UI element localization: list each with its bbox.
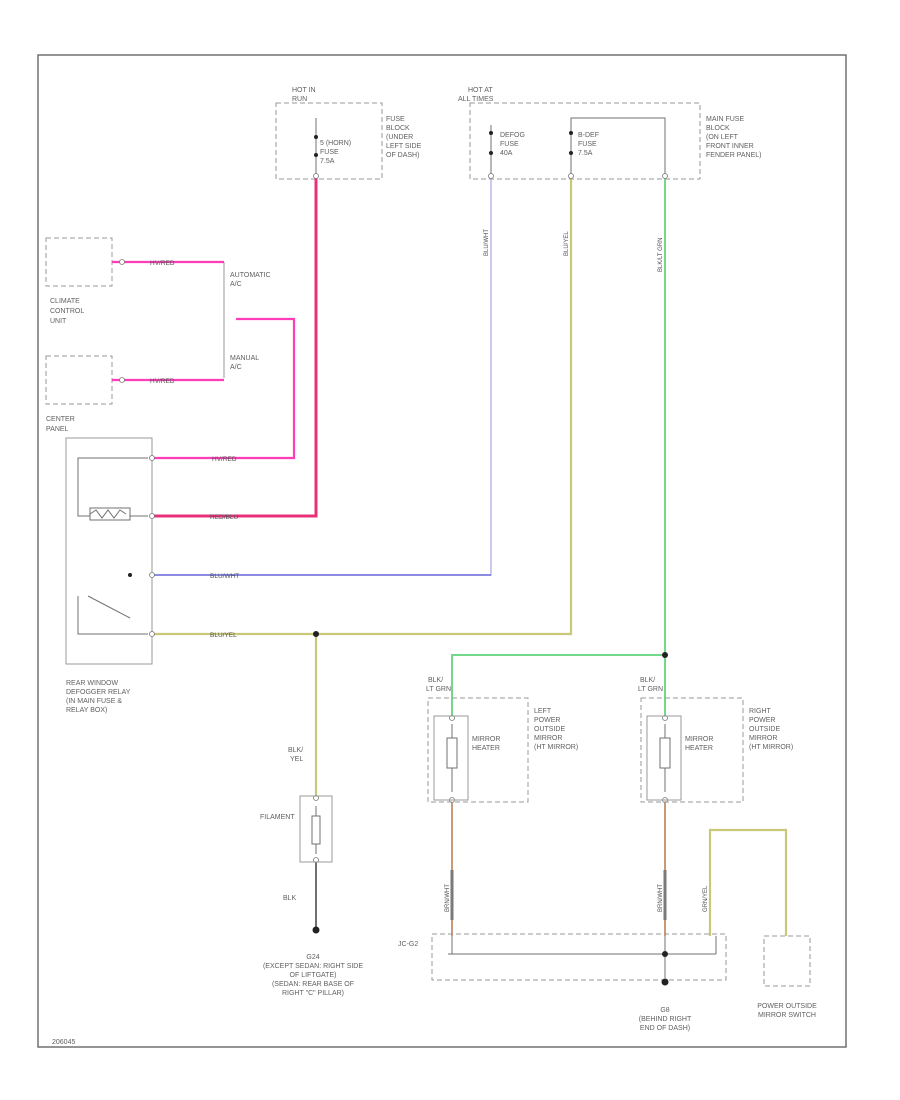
connector-pins (119, 173, 668, 863)
wire-redblu (152, 178, 318, 518)
jc-label: JC-G2 (398, 941, 418, 948)
wire-label-v-brn-left: BRN/WHT (445, 884, 451, 912)
climate-control-unit-lower-box (45, 355, 113, 405)
joint-connector-box (431, 933, 727, 981)
wire-label-hvred-b: HV/RED (150, 378, 175, 385)
jc-dot (662, 951, 668, 957)
wire-bluyel (152, 178, 573, 636)
wire-label-bluyel: BLU/YEL (210, 632, 237, 639)
defogger-relay-box (65, 437, 153, 665)
defog-fuse-symbol (489, 125, 493, 178)
climate-control-unit-upper-box (45, 237, 113, 287)
wire-label-v-blkltgrn: BLK/LT GRN (658, 238, 664, 272)
wire-label-v-bluwht: BLU/WHT (484, 229, 490, 256)
wire-grnyel (708, 828, 788, 936)
blk-yel-label: BLK/YEL (288, 747, 303, 763)
mirror-switch-box (763, 935, 811, 987)
filament-box (299, 795, 333, 863)
diagram-frame (37, 54, 847, 1048)
blk-lt-grn-left-label: BLK/LT GRN (426, 677, 451, 693)
ground-g8-dot (661, 978, 669, 986)
wire-hvred-center (152, 317, 296, 460)
wire-label-hvred-c: HV/RED (212, 456, 237, 463)
blk-lt-grn-right-label: BLK/LT GRN (638, 677, 663, 693)
fuse-block-box (275, 102, 383, 180)
right-mirror-box (640, 697, 744, 803)
wire-label-redblu: RED/BLU (210, 514, 238, 521)
filament-label: FILAMENT (260, 814, 295, 821)
wire-label-bluwht: BLU/WHT (210, 573, 239, 580)
main-fuse-block-box (469, 102, 701, 180)
left-mirror-heater-symbol (446, 724, 458, 792)
left-mirror-heater-box (433, 715, 469, 801)
splice-bluyel (313, 631, 319, 637)
splice-green (662, 652, 668, 658)
right-mirror-heater-box (646, 715, 682, 801)
wire-label-v-bluyel: BLU/YEL (564, 231, 570, 256)
relay-switch-symbol (77, 573, 148, 635)
wire-label-hvred-a: HV/RED (150, 260, 175, 267)
wire-label-v-grnyel: GRN/YEL (703, 885, 709, 912)
relay-coil-symbol (77, 457, 148, 521)
wire-label-v-brn-right: BRN/WHT (658, 884, 664, 912)
left-mirror-box (427, 697, 529, 803)
ground-g24-dot (312, 926, 320, 934)
wire-blkltgrn (451, 178, 666, 716)
joint-connector-drop (451, 936, 717, 978)
b-def-fuse-symbol (569, 117, 666, 178)
blk-label: BLK (283, 895, 297, 902)
right-mirror-heater-symbol (659, 724, 671, 792)
fuse-5-symbol (314, 118, 318, 178)
filament-symbol (311, 806, 321, 854)
diagram-code: 206045 (52, 1039, 75, 1046)
